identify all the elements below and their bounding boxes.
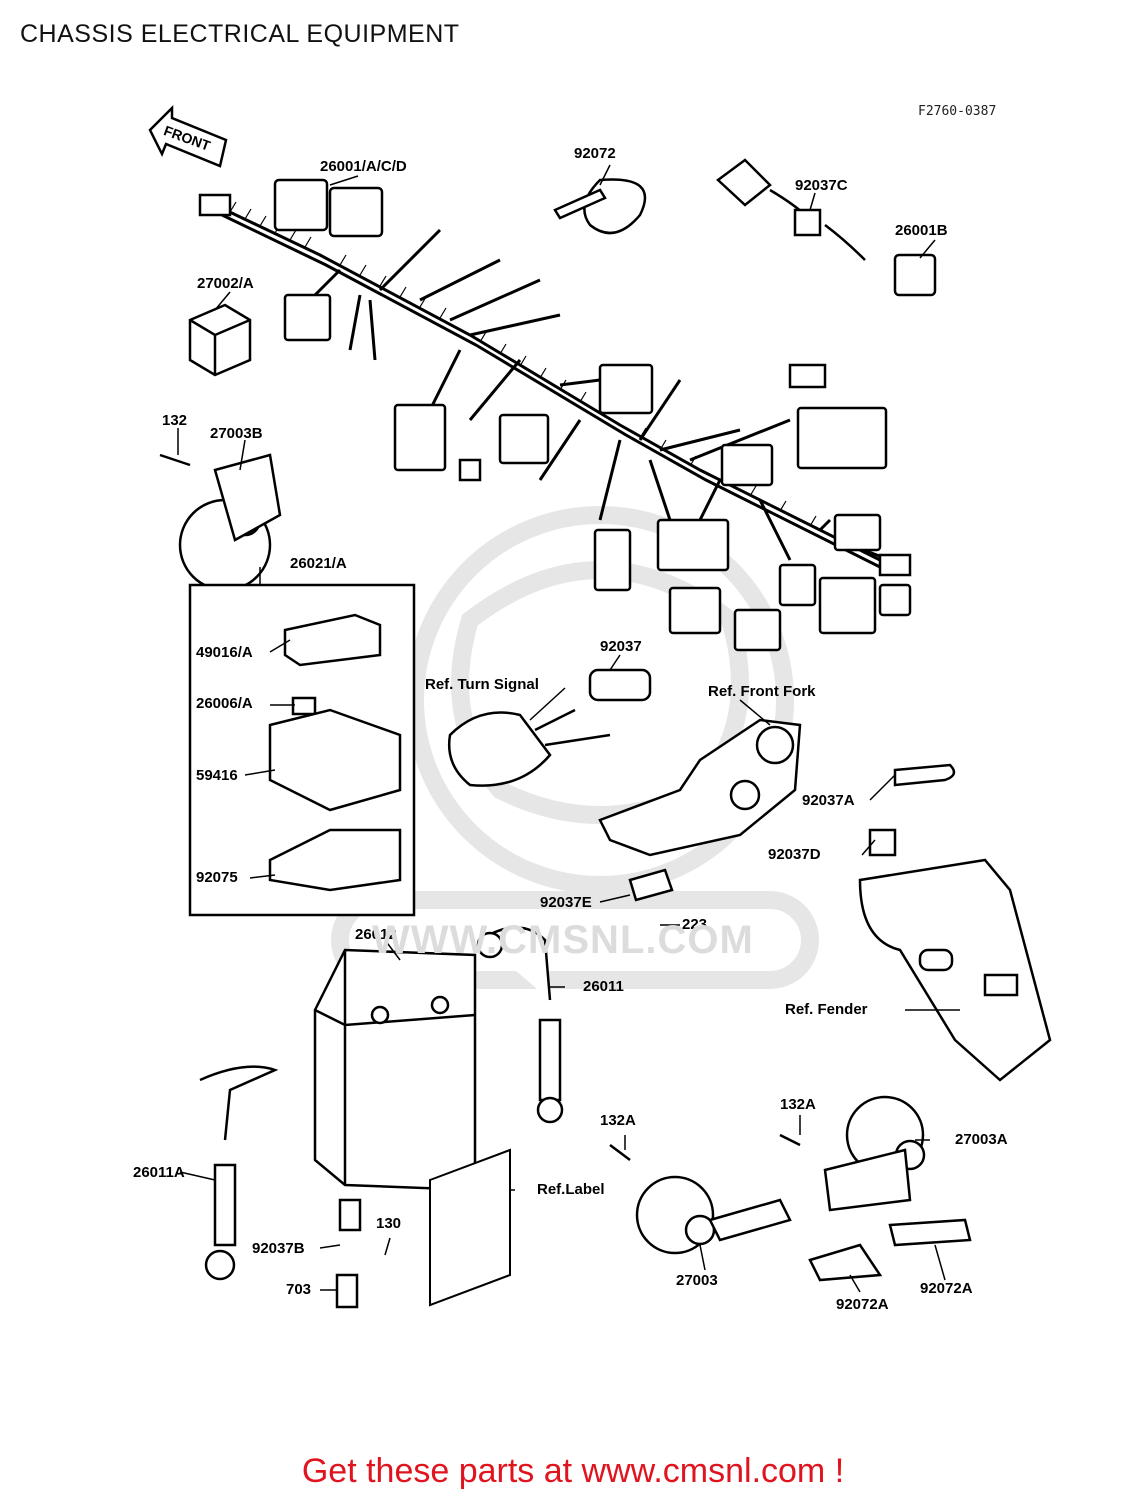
label-132A-left: 132A — [600, 1112, 636, 1129]
label-223: 223 — [682, 916, 708, 933]
harness-connectors — [198, 178, 912, 652]
fuse-box-26021 — [188, 583, 416, 917]
label-26021: 26021/A — [290, 555, 347, 572]
horn-27003B — [159, 453, 282, 592]
harness-texture — [229, 201, 847, 542]
label-26011A: 26011A — [133, 1164, 185, 1181]
label-ref-front-fork: Ref. Front Fork — [708, 683, 816, 700]
watermark-text: WWW.CMSNL.COM — [372, 918, 754, 962]
connector-92037C-26001B — [716, 158, 937, 297]
label-sheet — [429, 1148, 511, 1307]
turn-signal-92037 — [447, 668, 652, 787]
horns-27003 — [609, 1095, 972, 1282]
label-26001B: 26001B — [895, 222, 948, 239]
label-ref-label: Ref.Label — [537, 1181, 605, 1198]
battery-26012 — [313, 948, 477, 1192]
label-92037: 92037 — [600, 638, 642, 655]
label-26001: 26001/A/C/D — [320, 158, 407, 175]
label-92037A: 92037A — [802, 792, 855, 809]
rear-fender — [858, 763, 1052, 1082]
page-title: CHASSIS ELECTRICAL EQUIPMENT — [20, 20, 460, 48]
label-703: 703 — [286, 1281, 312, 1298]
label-92072A-right: 92072A — [920, 1280, 973, 1297]
label-ref-turn-signal: Ref. Turn Signal — [425, 676, 539, 693]
diagram-code: F2760-0387 — [918, 104, 997, 119]
label-132A-right: 132A — [780, 1096, 816, 1113]
label-27003: 27003 — [676, 1272, 718, 1289]
front-arrow — [148, 104, 228, 168]
label-26012: 26012 — [355, 926, 397, 943]
footer-cta-link[interactable]: Get these parts at www.cmsnl.com ! — [301, 1452, 845, 1490]
label-92037D: 92037D — [768, 846, 821, 863]
label-49016: 49016/A — [196, 644, 253, 661]
label-132: 132 — [162, 412, 188, 429]
cable-tie-92072 — [553, 178, 647, 235]
label-26006: 26006/A — [196, 695, 253, 712]
label-ref-fender: Ref. Fender — [785, 1001, 868, 1018]
label-92072A-left: 92072A — [836, 1296, 889, 1313]
label-27003B: 27003B — [210, 425, 263, 442]
front-fork-bracket — [598, 718, 802, 902]
label-92037E: 92037E — [540, 894, 592, 911]
relay-27002 — [188, 303, 252, 377]
label-92037C: 92037C — [795, 177, 848, 194]
battery-cables — [199, 926, 564, 1309]
label-26011: 26011 — [583, 978, 624, 995]
label-59416: 59416 — [196, 767, 238, 784]
label-27003A: 27003A — [955, 1131, 1008, 1148]
leader-lines — [177, 164, 960, 1293]
label-92075: 92075 — [196, 869, 238, 886]
label-130: 130 — [376, 1215, 402, 1232]
label-27002: 27002/A — [197, 275, 254, 292]
label-92037B: 92037B — [252, 1240, 305, 1257]
main-wiring-harness — [214, 203, 891, 572]
label-92072: 92072 — [574, 145, 616, 162]
